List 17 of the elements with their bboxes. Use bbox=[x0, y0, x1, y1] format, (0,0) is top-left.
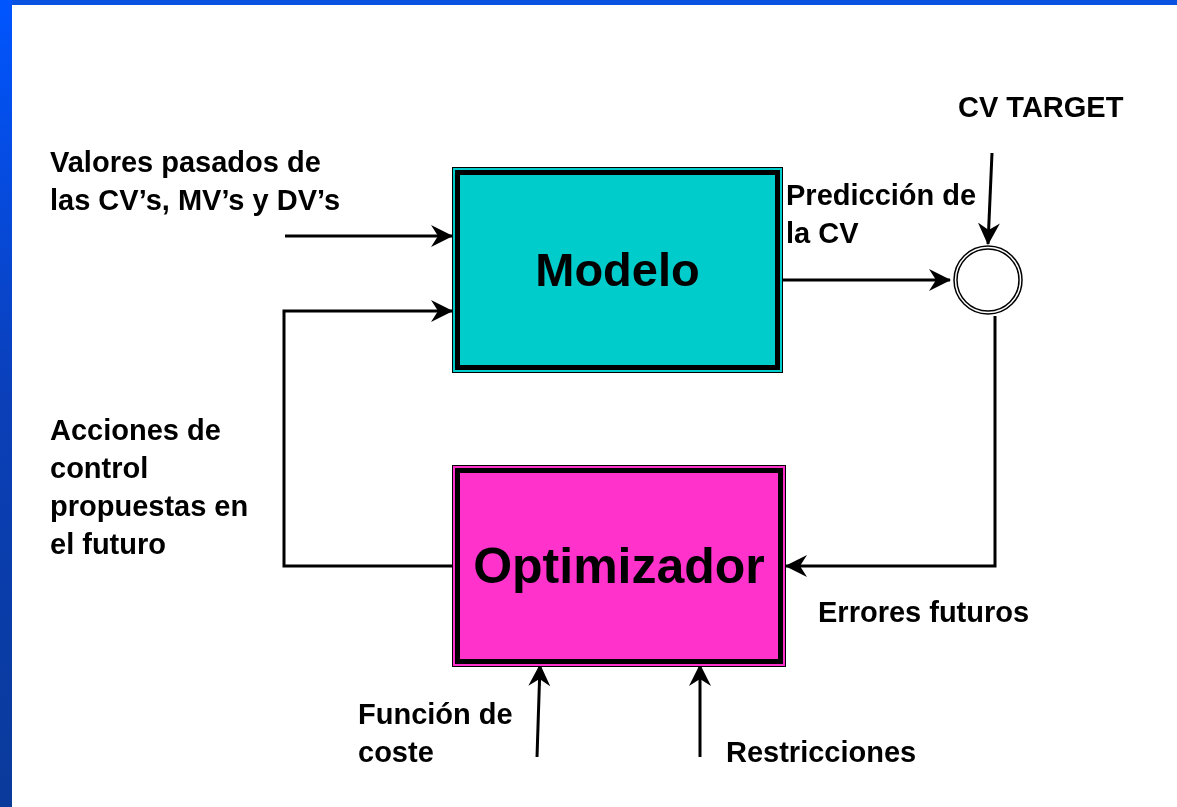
process-box: Optimizador bbox=[455, 468, 783, 664]
arrow bbox=[977, 152, 1000, 245]
edge-label: Función de coste bbox=[358, 697, 514, 770]
edge-label: Predicción de la CV bbox=[786, 178, 978, 251]
arrow bbox=[528, 664, 551, 758]
arrow bbox=[785, 316, 997, 577]
arrow bbox=[689, 664, 711, 757]
edge-label: Valores pasados de las CV’s, MV’s y DV’s bbox=[50, 145, 342, 218]
summing-junction-circle bbox=[953, 245, 1023, 315]
edge-label: Restricciones bbox=[726, 735, 918, 770]
arrow bbox=[783, 269, 951, 291]
arrow bbox=[282, 300, 453, 568]
arrow bbox=[285, 225, 453, 247]
edge-label: Errores futuros bbox=[818, 595, 1031, 630]
process-box: Modelo bbox=[455, 170, 780, 370]
edge-label: Acciones de control propuestas en el futuro bbox=[50, 413, 250, 562]
edge-label: CV TARGET bbox=[958, 90, 1125, 125]
